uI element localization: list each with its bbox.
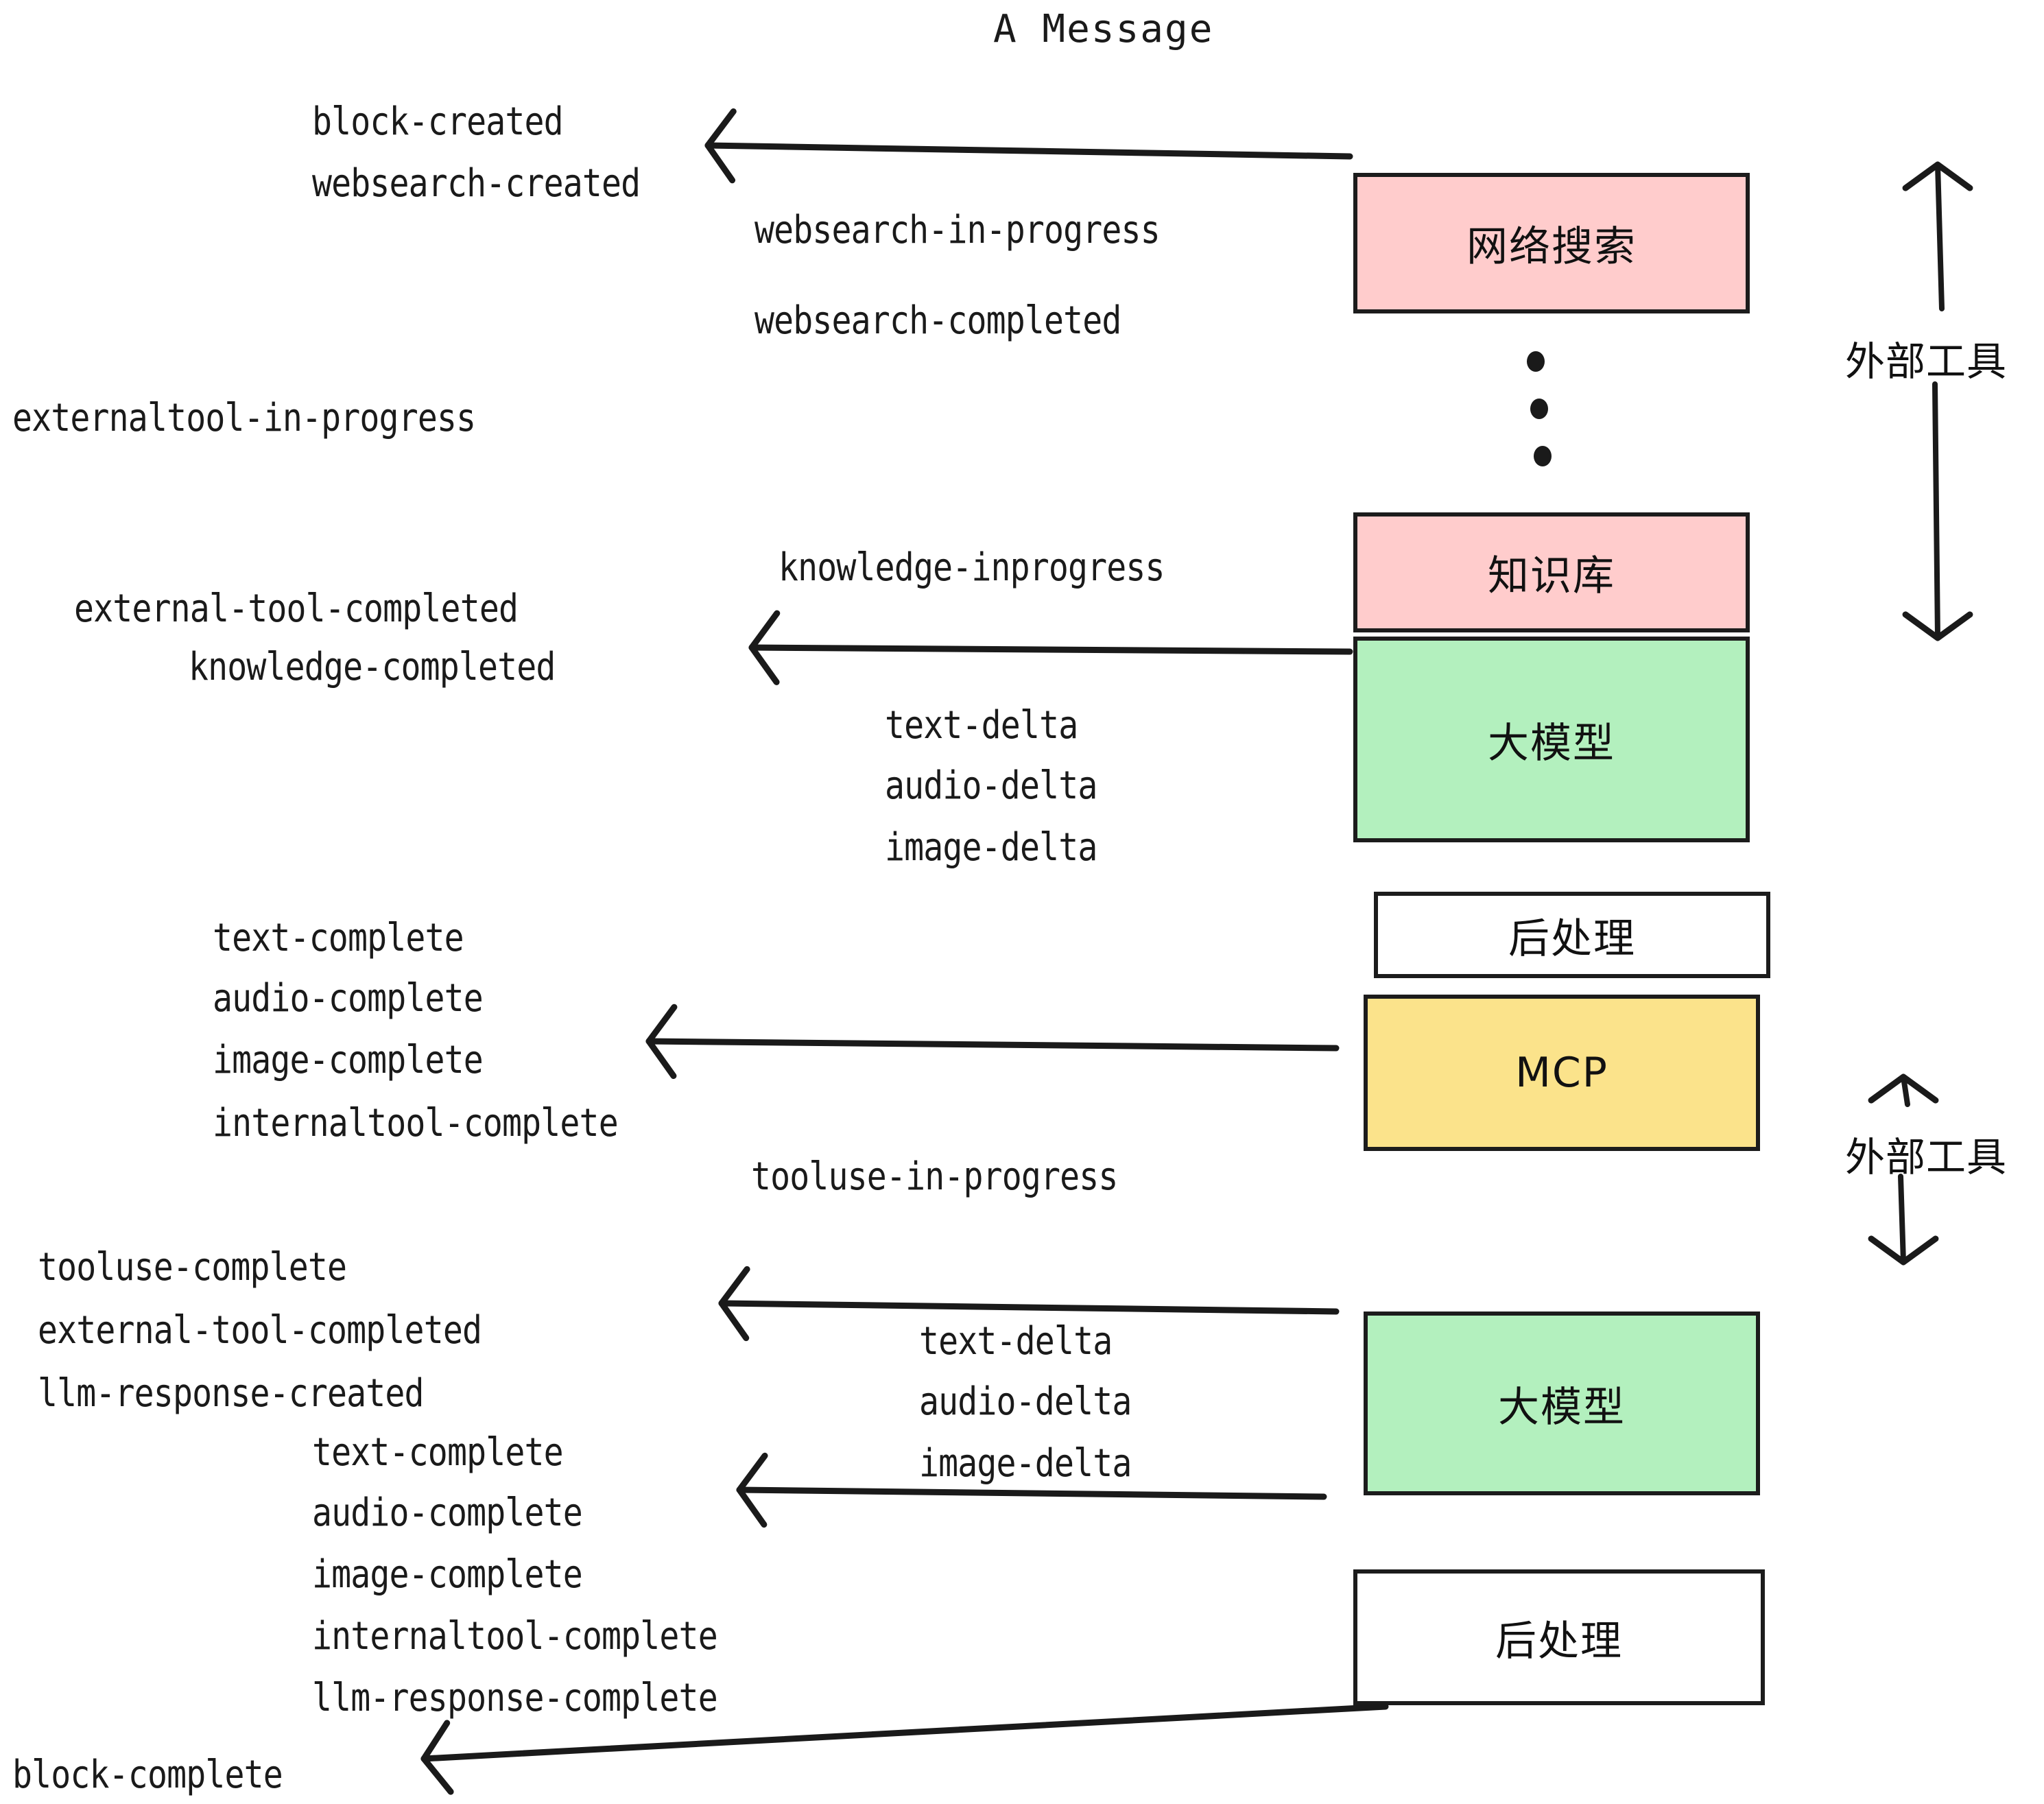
knowledge-completed-arrow	[748, 644, 1353, 655]
external-tool-scope-bottom-up	[1901, 1074, 1910, 1107]
ellipsis-dot-icon	[1530, 399, 1548, 419]
event-label: llm-response-created	[38, 1371, 425, 1416]
event-label: image-delta	[885, 825, 1097, 870]
tooluse-complete-arrow	[718, 1300, 1340, 1315]
event-label: text-delta	[885, 703, 1078, 748]
event-label: audio-delta	[885, 763, 1097, 808]
event-label: internaltool-complete	[312, 1614, 718, 1659]
external-tool-scope-top-down-head	[1902, 611, 1973, 641]
event-label: websearch-in-progress	[754, 208, 1161, 252]
event-label: block-created	[312, 99, 564, 144]
event-label: audio-complete	[312, 1491, 583, 1535]
event-label: external-tool-completed	[74, 586, 519, 631]
event-label: audio-complete	[213, 976, 484, 1021]
page-title: A Message	[993, 7, 1214, 51]
event-label: websearch-completed	[754, 298, 1121, 343]
component-box[interactable]: 网络搜索	[1353, 173, 1750, 313]
event-label: block-complete	[12, 1753, 283, 1797]
scope-label: 外部工具	[1845, 1134, 2008, 1180]
block-created-arrow-head	[704, 108, 737, 184]
tooluse-complete-arrow-head	[718, 1266, 750, 1342]
external-tool-scope-bottom-down	[1898, 1174, 1906, 1265]
knowledge-completed-arrow-head	[748, 610, 781, 685]
event-label: external-tool-completed	[38, 1308, 482, 1353]
ellipsis-dot-icon	[1527, 351, 1545, 372]
component-box[interactable]: MCP	[1364, 995, 1760, 1151]
event-label: websearch-created	[312, 161, 641, 206]
event-label: audio-delta	[919, 1379, 1132, 1424]
block-complete-arrow-head	[420, 1720, 454, 1795]
component-box[interactable]: 大模型	[1364, 1312, 1760, 1495]
external-tool-scope-bottom-down-head	[1868, 1235, 1939, 1266]
external-tool-scope-top-down	[1932, 381, 1940, 641]
event-label: llm-response-complete	[312, 1676, 718, 1720]
event-label: tooluse-complete	[38, 1245, 347, 1290]
component-box[interactable]: 知识库	[1353, 512, 1750, 632]
external-tool-scope-bottom-up-head	[1868, 1073, 1939, 1104]
audio-complete-arrow	[736, 1486, 1327, 1500]
external-tool-scope-top-up	[1935, 162, 1945, 311]
component-box[interactable]: 大模型	[1353, 637, 1750, 842]
event-label: knowledge-completed	[189, 645, 556, 689]
event-label: image-complete	[213, 1038, 484, 1082]
event-label: text-complete	[213, 916, 464, 960]
ellipsis-dot-icon	[1534, 446, 1552, 466]
image-complete-arrow	[645, 1038, 1340, 1052]
event-label: externaltool-in-progress	[12, 396, 476, 440]
event-label: tooluse-in-progress	[751, 1154, 1118, 1199]
event-label: image-delta	[919, 1441, 1132, 1486]
event-label: text-delta	[919, 1319, 1113, 1364]
image-complete-arrow-head	[645, 1004, 678, 1080]
event-label: knowledge-inprogress	[779, 545, 1165, 590]
scope-label: 外部工具	[1845, 338, 2008, 385]
audio-complete-arrow-head	[736, 1452, 768, 1528]
event-label: internaltool-complete	[213, 1101, 619, 1146]
component-box[interactable]: 后处理	[1353, 1569, 1765, 1705]
block-created-arrow	[704, 142, 1353, 160]
external-tool-scope-top-up-head	[1902, 161, 1973, 191]
event-label: image-complete	[312, 1552, 583, 1597]
component-box[interactable]: 后处理	[1374, 892, 1770, 978]
event-label: text-complete	[312, 1430, 564, 1475]
